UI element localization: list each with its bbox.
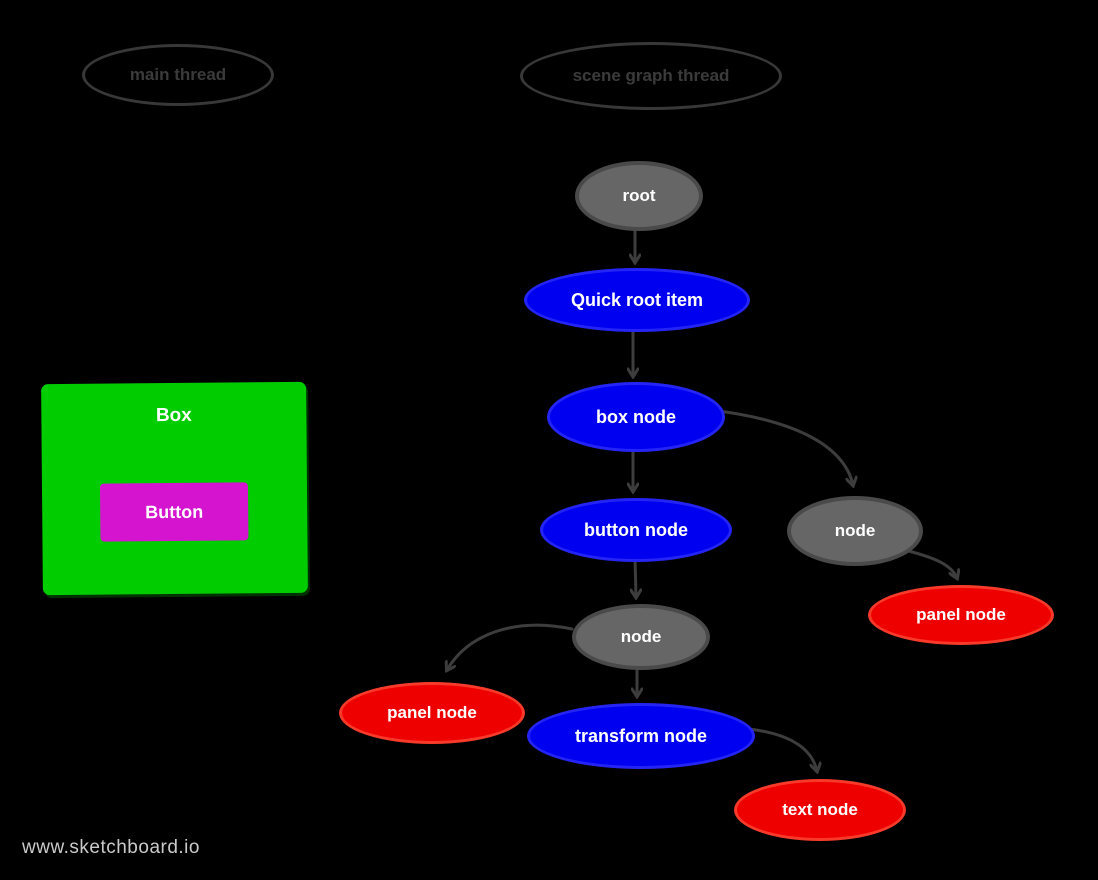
edge-box-node-to-node-right[interactable]	[717, 409, 853, 485]
node-right[interactable]: node	[787, 496, 923, 566]
node-button-node-label: button node	[584, 519, 688, 540]
node-panel-node-right[interactable]: panel node	[868, 585, 1054, 645]
node-text-node-label: text node	[782, 800, 858, 819]
node-center[interactable]: node	[572, 604, 710, 670]
edge-node-right-to-panel-node-right[interactable]	[899, 547, 957, 578]
node-root-label: root	[622, 186, 656, 205]
edge-node-center-to-panel-node-left[interactable]	[447, 623, 574, 670]
node-panel-node-left[interactable]: panel node	[339, 682, 525, 744]
box-label: Box	[155, 404, 192, 427]
button-shape[interactable]: Button	[99, 482, 249, 542]
box-shape[interactable]: Box Button	[41, 381, 308, 596]
node-quick-root-item-label: Quick root item	[570, 289, 704, 310]
main-thread-ellipse[interactable]: main thread	[82, 44, 274, 106]
sketchboard-watermark: www.sketchboard.io	[22, 837, 200, 858]
node-panel-node-left-label: panel node	[387, 703, 477, 722]
node-root[interactable]: root	[575, 161, 703, 231]
node-quick-root-item[interactable]: Quick root item	[524, 268, 750, 332]
scene-graph-thread-label: scene graph thread	[572, 66, 730, 85]
node-text-node[interactable]: text node	[734, 779, 906, 841]
node-button-node[interactable]: button node	[540, 498, 732, 562]
node-box-node-label: box node	[596, 406, 676, 427]
main-thread-label: main thread	[129, 65, 227, 84]
edge-transform-node-to-text-node[interactable]	[747, 727, 817, 771]
node-transform-node-label: transform node	[574, 725, 707, 746]
node-transform-node[interactable]: transform node	[527, 703, 755, 769]
button-label: Button	[145, 501, 204, 522]
scene-graph-thread-ellipse[interactable]: scene graph thread	[520, 42, 782, 110]
node-panel-node-right-label: panel node	[916, 605, 1006, 624]
edge-button-node-to-node-center[interactable]	[635, 555, 636, 597]
node-right-label: node	[834, 521, 876, 540]
node-center-label: node	[620, 627, 662, 646]
node-box-node[interactable]: box node	[547, 382, 725, 452]
